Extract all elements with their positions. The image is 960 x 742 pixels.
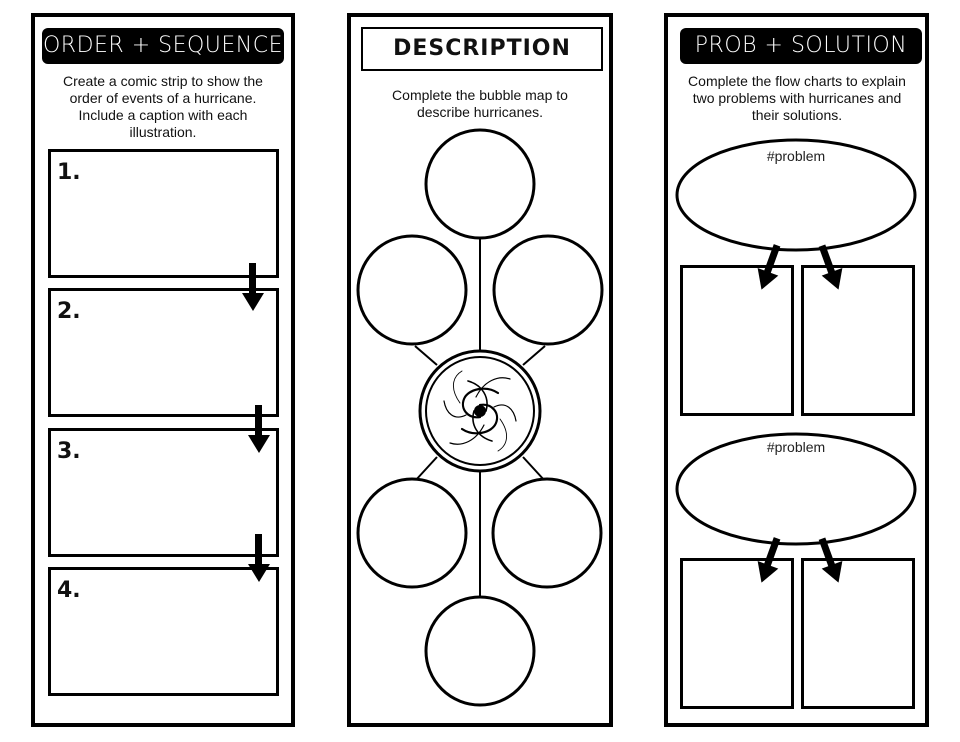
solution-box[interactable] [801,265,915,416]
problem-label: #problem [766,148,826,164]
order-sequence-instructions: Create a comic strip to show the order o… [63,73,263,140]
solution-box[interactable] [680,558,794,709]
frame-number: 4. [57,578,81,603]
order-sequence-panel: ORDER + SEQUENCE Create a comic strip to… [31,13,295,727]
problem-label: #problem [766,439,826,455]
comic-frame-4[interactable]: 4. [48,567,279,696]
arrow-down-icon [248,534,270,582]
frame-number: 2. [57,299,81,324]
problem-ellipse[interactable] [674,431,918,547]
problem-ellipse[interactable] [674,137,918,253]
hurricane-swirl-icon [443,370,517,452]
comic-frame-2[interactable]: 2. [48,288,279,417]
arrow-down-right-icon [818,244,843,290]
bubble-map [356,128,604,707]
description-instructions: Complete the bubble map to describe hurr… [392,87,568,120]
arrow-down-right-icon [818,537,843,583]
description-title: DESCRIPTION [361,27,603,71]
solution-box[interactable] [801,558,915,709]
problem-solution-title: PROB + SOLUTION [680,28,922,64]
frame-number: 3. [57,439,81,464]
problem-solution-panel: PROB + SOLUTION Complete the flow charts… [664,13,929,727]
comic-frame-3[interactable]: 3. [48,428,279,557]
order-sequence-title: ORDER + SEQUENCE [42,28,284,64]
description-panel: DESCRIPTION Complete the bubble map to d… [347,13,613,727]
bubble-upper-left[interactable] [356,234,468,346]
frame-number: 1. [57,160,81,185]
bubble-lower-right[interactable] [491,477,603,589]
comic-frame-1[interactable]: 1. [48,149,279,278]
solution-box[interactable] [680,265,794,416]
arrow-down-left-icon [757,537,781,583]
bubble-top[interactable] [424,128,536,240]
bubble-lower-left[interactable] [356,477,468,589]
arrow-down-icon [242,263,264,311]
arrow-down-left-icon [757,244,781,290]
problem-solution-instructions: Complete the flow charts to explain two … [688,73,906,123]
arrow-down-icon [248,405,270,453]
bubble-upper-right[interactable] [492,234,604,346]
bubble-bottom[interactable] [424,595,536,707]
